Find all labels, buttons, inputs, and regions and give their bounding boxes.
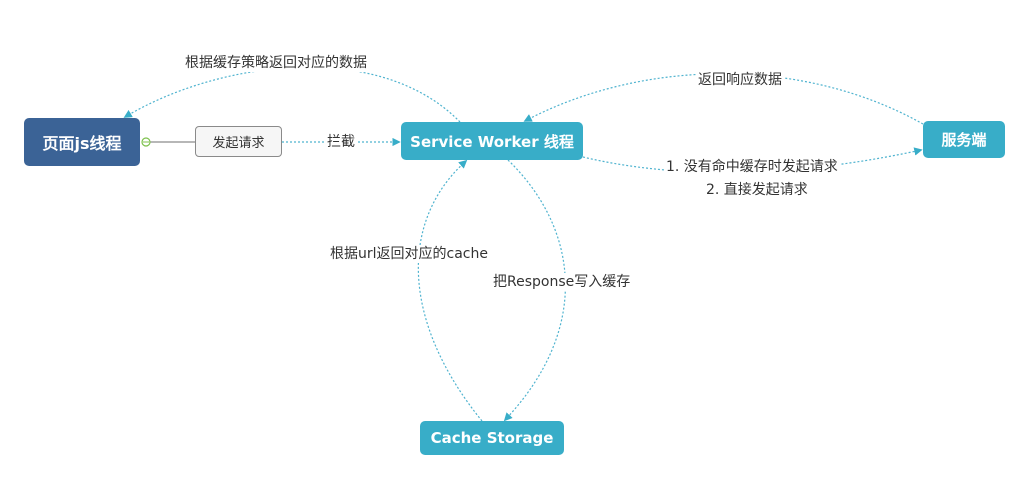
node-server[interactable]: 服务端	[923, 121, 1005, 158]
edge-label-request-line2: 2. 直接发起请求	[704, 181, 810, 199]
node-service-worker-thread[interactable]: Service Worker 线程	[401, 122, 583, 160]
edge-response-data	[523, 73, 924, 125]
edge-strategy-return	[123, 66, 461, 123]
edge-label-intercept: 拦截	[325, 133, 357, 151]
edge-label-strategy-return: 根据缓存策略返回对应的数据	[183, 54, 369, 72]
edge-label-url-return-cache: 根据url返回对应的cache	[328, 245, 490, 263]
edge-label-response-data: 返回响应数据	[696, 71, 784, 89]
node-cache-storage[interactable]: Cache Storage	[420, 421, 564, 455]
node-page-js-thread[interactable]: 页面js线程	[24, 118, 140, 166]
edge-url-return-cache	[417, 159, 483, 422]
edge-label-write-response: 把Response写入缓存	[491, 273, 633, 291]
node-send-request[interactable]: 发起请求	[195, 126, 282, 157]
edge-label-request-line1: 1. 没有命中缓存时发起请求	[664, 158, 840, 176]
